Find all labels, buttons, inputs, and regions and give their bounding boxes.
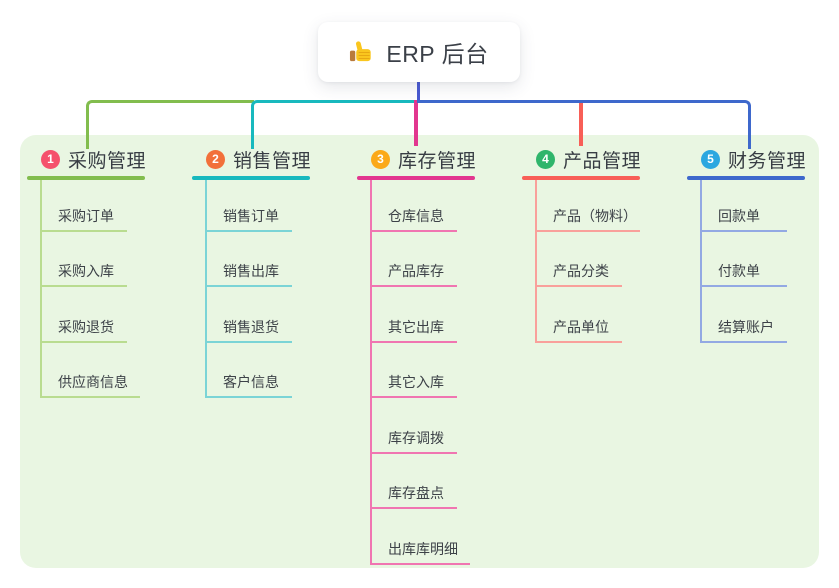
branch-underline — [357, 176, 475, 180]
branch-children: 销售订单销售出库销售退货客户信息 — [205, 179, 310, 398]
child-label: 产品分类 — [537, 261, 622, 287]
branch-header[interactable]: 5 财务管理 — [687, 146, 807, 172]
child-label: 采购订单 — [42, 206, 127, 232]
root-node[interactable]: ERP 后台 — [318, 22, 520, 82]
child-node[interactable]: 付款单 — [702, 232, 805, 287]
child-node[interactable]: 库存调拨 — [372, 398, 475, 454]
child-node[interactable]: 采购订单 — [42, 180, 145, 232]
branch-title: 库存管理 — [398, 150, 477, 172]
branch-number-badge: 1 — [41, 149, 60, 169]
branch-number-badge: 4 — [536, 149, 555, 169]
branch-underline — [522, 176, 640, 180]
child-label: 客户信息 — [207, 372, 292, 398]
child-node[interactable]: 其它入库 — [372, 343, 475, 398]
branch-header[interactable]: 4 产品管理 — [522, 146, 642, 172]
child-node[interactable]: 采购入库 — [42, 232, 145, 287]
child-label: 产品（物料） — [537, 206, 640, 232]
child-label: 其它出库 — [372, 317, 457, 343]
child-node[interactable]: 回款单 — [702, 180, 805, 232]
connector-root-stem — [416, 81, 420, 101]
connector-branch-1 — [86, 100, 254, 149]
child-label: 供应商信息 — [42, 372, 140, 398]
child-label: 回款单 — [702, 206, 787, 232]
branch-node-1: 1 采购管理采购订单采购入库采购退货供应商信息 — [27, 146, 147, 398]
branch-underline — [27, 176, 145, 180]
child-label: 仓库信息 — [372, 206, 457, 232]
branch-title: 采购管理 — [68, 150, 147, 172]
child-label: 库存盘点 — [372, 483, 457, 509]
connector-branch-2 — [251, 100, 423, 149]
child-node[interactable]: 其它出库 — [372, 287, 475, 343]
child-node[interactable]: 产品库存 — [372, 232, 475, 287]
branch-title: 产品管理 — [563, 150, 642, 172]
branch-children: 产品（物料） 产品分类产品单位 — [535, 179, 640, 343]
child-node[interactable]: 销售出库 — [207, 232, 310, 287]
branch-children: 回款单付款单结算账户 — [700, 179, 805, 343]
child-label: 销售退货 — [207, 317, 292, 343]
child-node[interactable]: 结算账户 — [702, 287, 805, 343]
branch-node-4: 4 产品管理产品（物料） 产品分类产品单位 — [522, 146, 642, 343]
child-label: 采购退货 — [42, 317, 127, 343]
child-node[interactable]: 仓库信息 — [372, 180, 475, 232]
child-label: 出库库明细 — [372, 539, 470, 565]
thumbs-up-icon — [350, 40, 372, 61]
child-label: 库存调拨 — [372, 428, 457, 454]
child-label: 产品单位 — [537, 317, 622, 343]
connector-branch-4 — [579, 100, 583, 146]
child-label: 产品库存 — [372, 261, 457, 287]
branch-number-badge: 3 — [371, 149, 390, 169]
branch-number-badge: 2 — [206, 149, 225, 169]
child-node[interactable]: 出库库明细 — [372, 509, 475, 565]
branch-children: 采购订单采购入库采购退货供应商信息 — [40, 179, 145, 398]
child-node[interactable]: 销售退货 — [207, 287, 310, 343]
branch-children: 仓库信息产品库存其它出库其它入库库存调拨库存盘点出库库明细 — [370, 179, 475, 565]
connector-branch-3 — [414, 100, 418, 146]
connector-branch-5 — [416, 100, 751, 149]
child-node[interactable]: 销售订单 — [207, 180, 310, 232]
child-label: 其它入库 — [372, 372, 457, 398]
child-node[interactable]: 供应商信息 — [42, 343, 145, 398]
child-node[interactable]: 产品单位 — [537, 287, 640, 343]
mindmap-panel — [20, 135, 819, 568]
child-node[interactable]: 产品分类 — [537, 232, 640, 287]
child-label: 付款单 — [702, 261, 787, 287]
child-node[interactable]: 产品（物料） — [537, 180, 640, 232]
branch-underline — [687, 176, 805, 180]
child-node[interactable]: 采购退货 — [42, 287, 145, 343]
branch-node-5: 5 财务管理回款单付款单结算账户 — [687, 146, 807, 343]
child-label: 销售订单 — [207, 206, 292, 232]
child-label: 结算账户 — [702, 317, 787, 343]
branch-header[interactable]: 1 采购管理 — [27, 146, 147, 172]
root-title: ERP 后台 — [386, 41, 489, 67]
branch-header[interactable]: 2 销售管理 — [192, 146, 312, 172]
branch-title: 财务管理 — [728, 150, 807, 172]
child-node[interactable]: 库存盘点 — [372, 454, 475, 509]
branch-node-2: 2 销售管理销售订单销售出库销售退货客户信息 — [192, 146, 312, 398]
branch-underline — [192, 176, 310, 180]
branch-title: 销售管理 — [233, 150, 312, 172]
child-label: 采购入库 — [42, 261, 127, 287]
branch-header[interactable]: 3 库存管理 — [357, 146, 477, 172]
branch-node-3: 3 库存管理仓库信息产品库存其它出库其它入库库存调拨库存盘点出库库明细 — [357, 146, 477, 565]
branch-number-badge: 5 — [701, 149, 720, 169]
child-label: 销售出库 — [207, 261, 292, 287]
child-node[interactable]: 客户信息 — [207, 343, 310, 398]
